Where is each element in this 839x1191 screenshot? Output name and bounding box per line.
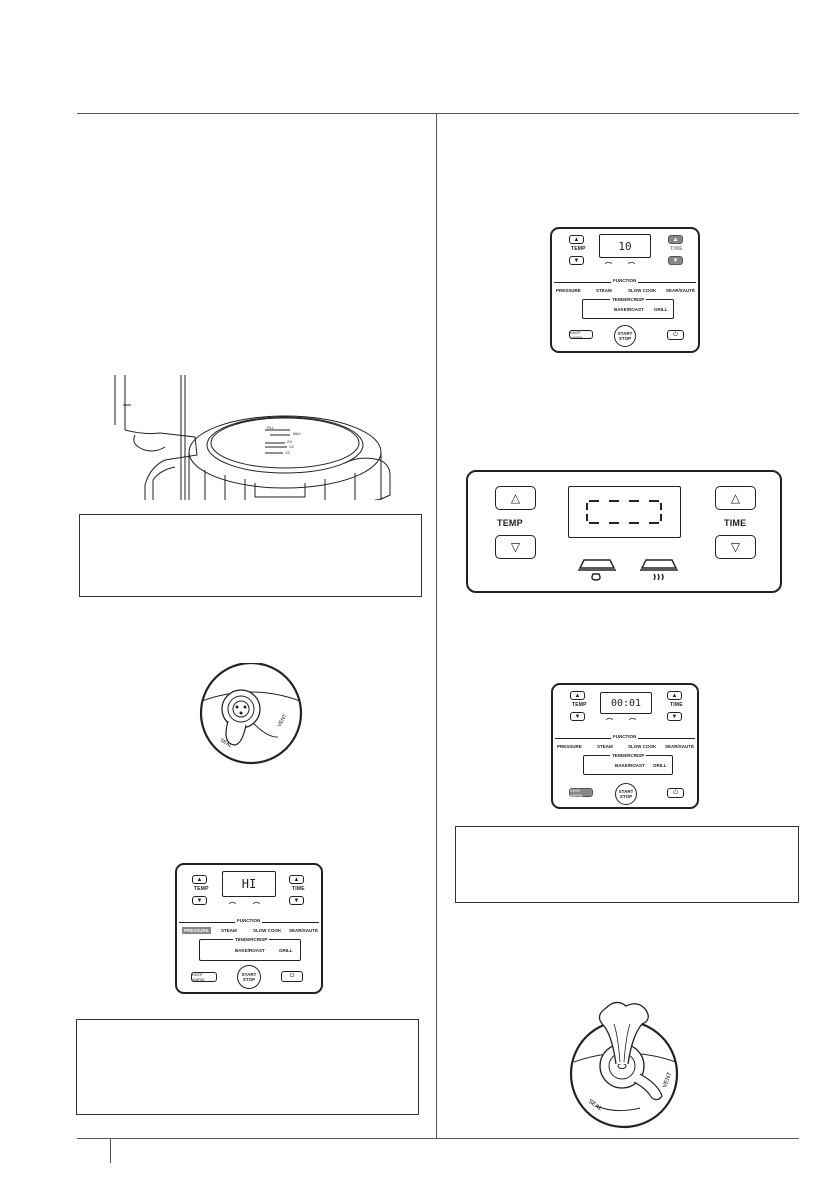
tendercrisp-label: TENDERCRISP	[610, 297, 647, 302]
temp-up-button[interactable]: ▲	[570, 691, 585, 700]
pressure-lid-icon	[578, 559, 616, 581]
keep-warm-button[interactable]: KEEP WARM	[569, 330, 593, 340]
note-box-2	[455, 826, 799, 903]
note-box-3	[76, 1019, 419, 1115]
power-button[interactable]: ⏻	[667, 788, 684, 798]
temp-down-button[interactable]: ▼	[569, 256, 584, 265]
temp-up-button[interactable]: ▲	[192, 875, 207, 884]
tendercrisp-bake-roast[interactable]: BAKE/ROAST	[614, 307, 644, 312]
top-rule	[77, 113, 799, 114]
pressure-lid-icon: ⌒	[605, 263, 613, 270]
control-panel-hi: ▲ TEMP ▼ HI ▲ TIME ▼ ⌒ ⌒ FUNCTION PRESSU…	[175, 863, 323, 994]
function-label: FUNCTION	[235, 918, 263, 923]
temp-label: TEMP	[571, 246, 586, 252]
temp-label: TEMP	[194, 886, 209, 892]
function-label: FUNCTION	[611, 734, 639, 739]
function-pressure[interactable]: PRESSURE	[556, 288, 581, 293]
tendercrisp-grill[interactable]: GRILL	[654, 307, 668, 312]
function-slow-cook[interactable]: SLOW COOK	[628, 288, 657, 293]
function-sear-saute[interactable]: SEAR/SAUTÉ	[289, 928, 319, 933]
large-time-up-button[interactable]: △	[715, 486, 756, 510]
tendercrisp-grill[interactable]: GRILL	[279, 948, 293, 953]
large-time-down-button[interactable]: ▽	[715, 535, 756, 559]
temp-display: HI	[222, 871, 276, 897]
time-up-button[interactable]: ▲	[668, 235, 683, 244]
start-stop-button[interactable]: START STOP	[615, 783, 637, 805]
lid-text-1-2: 1/2	[289, 445, 294, 449]
large-display	[568, 486, 681, 538]
large-temp-down-button[interactable]: ▽	[495, 535, 536, 559]
keep-warm-button[interactable]: KEEP WARM	[569, 788, 593, 798]
tendercrisp-bake-roast[interactable]: BAKE/ROAST	[235, 948, 265, 953]
blank-segments-icon	[585, 500, 662, 524]
control-panel-time-00-01: ▲ TEMP ▼ 00:01 ▲ TIME ▼ ⌒ ⌒ FUNCTION PRE…	[551, 683, 699, 809]
lid-text-1-3: 1/3	[285, 451, 290, 455]
function-steam[interactable]: STEAM	[221, 928, 237, 933]
function-slow-cook[interactable]: SLOW COOK	[253, 928, 282, 933]
time-display: 00:01	[600, 692, 652, 714]
bottom-rule	[77, 1138, 799, 1139]
temp-down-button[interactable]: ▼	[192, 896, 207, 905]
start-label: START	[241, 971, 257, 977]
tendercrisp-grill[interactable]: GRILL	[653, 763, 667, 768]
large-temp-label: TEMP	[497, 518, 523, 528]
function-slow-cook[interactable]: SLOW COOK	[628, 744, 657, 749]
time-label: TIME	[292, 886, 305, 892]
function-pressure[interactable]: PRESSURE	[182, 927, 211, 934]
pot-illustration: FILL MAX 2/3 1/2 1/3	[114, 375, 391, 500]
time-up-button[interactable]: ▲	[667, 691, 682, 700]
function-steam[interactable]: STEAM	[596, 288, 612, 293]
time-down-button[interactable]: ▼	[289, 896, 304, 905]
power-button[interactable]: ⏻	[281, 971, 303, 982]
pressure-lid-icon: ⌒	[229, 903, 237, 910]
valve-2-vent-label: VENT	[662, 1071, 673, 1088]
pressure-valve-seal-illustration: SEAL VENT	[199, 663, 303, 765]
crisping-lid-icon	[640, 559, 678, 581]
time-up-button[interactable]: ▲	[289, 875, 304, 884]
crisping-lid-icon: ⌒	[253, 903, 261, 910]
control-panel-time-10: ▲ TEMP ▼ 10 ▲ TIME ▼ ⌒ ⌒ FUNCTION PRESSU…	[550, 227, 700, 353]
function-sear-saute[interactable]: SEAR/SAUTÉ	[666, 288, 696, 293]
control-panel-large: △ TEMP ▽ △ TIME ▽	[466, 470, 782, 593]
page-number-divider	[110, 1139, 111, 1163]
column-divider	[436, 114, 437, 1138]
lid-text-2-3: 2/3	[287, 440, 292, 444]
start-stop-button[interactable]: START STOP	[614, 325, 636, 347]
stop-label: STOP	[619, 794, 633, 799]
lid-text-fill: FILL	[267, 426, 274, 430]
temp-up-button[interactable]: ▲	[569, 235, 584, 244]
valve-1-vent-label: VENT	[277, 713, 289, 728]
lid-text-max: MAX	[293, 432, 301, 436]
start-label: START	[618, 788, 634, 794]
start-label: START	[617, 330, 633, 336]
keep-warm-button[interactable]: KEEP WARM	[191, 972, 217, 982]
power-button[interactable]: ⏻	[667, 330, 684, 340]
note-box-1	[79, 514, 422, 597]
crisping-lid-icon: ⌒	[628, 263, 636, 270]
function-label: FUNCTION	[611, 278, 639, 283]
valve-1-seal-label: SEAL	[219, 738, 233, 750]
time-display: 10	[599, 234, 651, 258]
time-down-button[interactable]: ▼	[667, 712, 682, 721]
time-label: TIME	[670, 246, 683, 252]
function-steam[interactable]: STEAM	[597, 744, 613, 749]
large-time-label: TIME	[724, 518, 747, 528]
time-down-button[interactable]: ▼	[668, 256, 683, 265]
stop-label: STOP	[242, 977, 256, 982]
tendercrisp-label: TENDERCRISP	[233, 937, 270, 942]
pressure-lid-icon: ⌒	[606, 719, 614, 726]
stop-label: STOP	[618, 336, 632, 341]
start-stop-button[interactable]: START STOP	[237, 965, 261, 989]
tendercrisp-bake-roast[interactable]: BAKE/ROAST	[615, 763, 645, 768]
large-temp-up-button[interactable]: △	[495, 486, 536, 510]
time-label: TIME	[670, 702, 683, 708]
function-sear-saute[interactable]: SEAR/SAUTÉ	[665, 744, 695, 749]
pressure-valve-vent-illustration: SEAL VENT	[569, 1001, 679, 1129]
function-pressure[interactable]: PRESSURE	[557, 744, 582, 749]
temp-label: TEMP	[572, 702, 587, 708]
tendercrisp-label: TENDERCRISP	[610, 753, 647, 758]
crisping-lid-icon: ⌒	[629, 719, 637, 726]
temp-down-button[interactable]: ▼	[570, 712, 585, 721]
